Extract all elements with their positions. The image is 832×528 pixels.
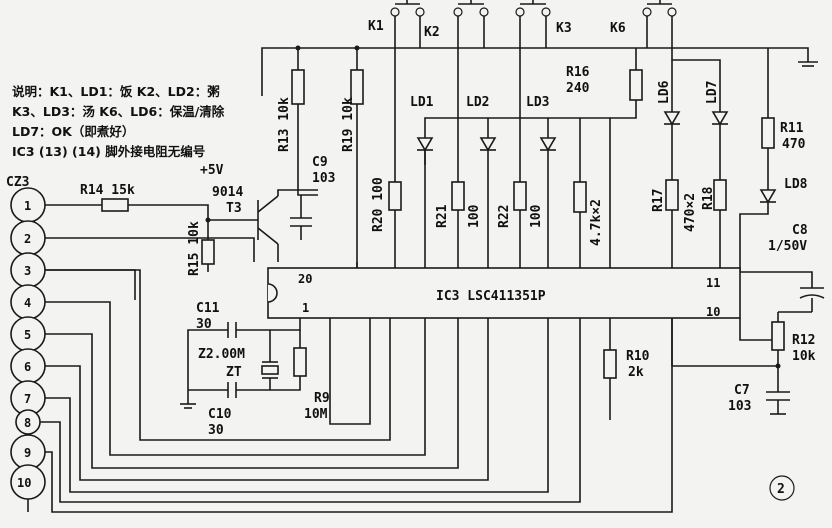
cz3-pin-2: 2 xyxy=(24,232,31,246)
crystal-freq: Z2.00M xyxy=(198,347,245,362)
led-row: LD1 LD2 LD3 R20 100 R21 100 R22 100 4.7k… xyxy=(371,48,643,300)
resistor-r19: R19 10k xyxy=(341,69,364,270)
c9-value: 103 xyxy=(312,171,335,186)
note-line-3: LD7：OK（即煮好） xyxy=(12,124,134,139)
switch-k3-label: K3 xyxy=(556,21,572,36)
ld1-label: LD1 xyxy=(410,95,434,110)
r11-value: 470 xyxy=(782,137,806,152)
cz3-pin-3: 3 xyxy=(24,264,31,278)
note-line-1: 说明：K1、LD1：饭 K2、LD2：粥 xyxy=(12,84,220,99)
note-line-2: K3、LD3：汤 K6、LD6：保温/清除 xyxy=(12,104,225,119)
r12-value: 10k xyxy=(792,349,816,364)
vcc-rail xyxy=(261,45,818,96)
note-line-4: IC3 (13) (14) 脚外接电阻无编号 xyxy=(12,144,205,159)
resistor-r13: R13 10k xyxy=(277,69,318,196)
ic3-chip: 20 1 11 10 IC3 LSC411351P xyxy=(267,267,741,319)
c10-value: 30 xyxy=(208,423,224,438)
ld2-label: LD2 xyxy=(466,95,489,110)
notes-block: 说明：K1、LD1：饭 K2、LD2：粥 K3、LD3：汤 K6、LD6：保温/… xyxy=(12,84,225,159)
r13-label: R13 10k xyxy=(277,97,292,152)
cz3-pin-8: 8 xyxy=(24,416,31,430)
r22-value: 100 xyxy=(529,204,544,228)
ic-pin20: 20 xyxy=(298,272,312,286)
r14-label: R14 15k xyxy=(80,183,135,198)
cz3-pin-9: 9 xyxy=(24,446,31,460)
r47k-label: 4.7k×2 xyxy=(589,199,604,246)
r20-label: R20 100 xyxy=(371,177,386,232)
indicator-ld8: R11 470 LD8 C8 1/50V xyxy=(739,48,825,312)
t3-name: T3 xyxy=(226,201,242,216)
ld8-label: LD8 xyxy=(784,177,808,192)
r22-name: R22 xyxy=(497,205,512,228)
r16-value: 240 xyxy=(566,81,590,96)
cz3-pin-5: 5 xyxy=(24,328,31,342)
transistor-t3: 9014 T3 xyxy=(212,185,318,262)
ic-pin10: 10 xyxy=(706,305,720,319)
c8-name: C8 xyxy=(792,223,808,238)
cz3-pin-1: 1 xyxy=(24,199,31,213)
supply-label: +5V xyxy=(200,163,224,178)
ic-label: IC3 LSC411351P xyxy=(436,289,546,304)
r19-label: R19 10k xyxy=(341,97,356,152)
cz3-pin-6: 6 xyxy=(24,360,31,374)
r17-name: R17 xyxy=(651,189,666,212)
capacitor-c9: C9 103 xyxy=(290,155,335,240)
c9-name: C9 xyxy=(312,155,328,170)
switch-k1-label: K1 xyxy=(368,19,384,34)
t3-type: 9014 xyxy=(212,185,243,200)
c7-name: C7 xyxy=(734,383,750,398)
r16-name: R16 xyxy=(566,65,590,80)
ld6-label: LD6 xyxy=(657,80,672,104)
connector-wires: R14 15k R15 10k xyxy=(40,183,673,513)
connector-cz3: CZ3 1 2 3 4 5 6 7 8 9 10 xyxy=(6,175,46,512)
r10-name: R10 xyxy=(626,349,650,364)
r18-name: R18 xyxy=(701,186,716,210)
figure-number: 2 xyxy=(769,475,795,501)
r12-name: R12 xyxy=(792,333,815,348)
c7-value: 103 xyxy=(728,399,751,414)
cz3-pin-7: 7 xyxy=(24,392,31,406)
led-ld6-ld7: LD6 LD7 R17 470×2 R18 xyxy=(651,48,729,270)
c11-name: C11 xyxy=(196,301,220,316)
r9-name: R9 xyxy=(314,391,330,406)
switches: K1 K2 K3 K6 xyxy=(368,0,677,230)
oscillator: C11 30 Z2.00M ZT R9 10M C10 30 xyxy=(180,301,371,438)
r21-name: R21 xyxy=(435,204,450,228)
r21-value: 100 xyxy=(467,204,482,228)
ld3-label: LD3 xyxy=(526,95,549,110)
r9-value: 10M xyxy=(304,407,328,422)
cz3-pin-4: 4 xyxy=(24,296,31,310)
r11-name: R11 xyxy=(780,121,804,136)
crystal-name: ZT xyxy=(226,365,242,380)
c11-value: 30 xyxy=(196,317,212,332)
r17-value: 470×2 xyxy=(683,193,698,232)
c8-value: 1/50V xyxy=(768,239,807,254)
ic-pin11: 11 xyxy=(706,276,720,290)
ic-pin1: 1 xyxy=(302,301,309,315)
switch-k6-label: K6 xyxy=(610,21,626,36)
r10-value: 2k xyxy=(628,365,644,380)
figure-number-label: 2 xyxy=(777,482,785,497)
switch-k2-label: K2 xyxy=(424,25,440,40)
reset-network: R10 2k R12 10k C7 103 xyxy=(603,311,816,420)
ld7-label: LD7 xyxy=(705,81,720,104)
c10-name: C10 xyxy=(208,407,232,422)
r15-label: R15 10k xyxy=(187,221,202,276)
ic-top-pins xyxy=(356,230,581,268)
cz3-pin-10: 10 xyxy=(17,476,31,490)
cz3-label: CZ3 xyxy=(6,175,29,190)
